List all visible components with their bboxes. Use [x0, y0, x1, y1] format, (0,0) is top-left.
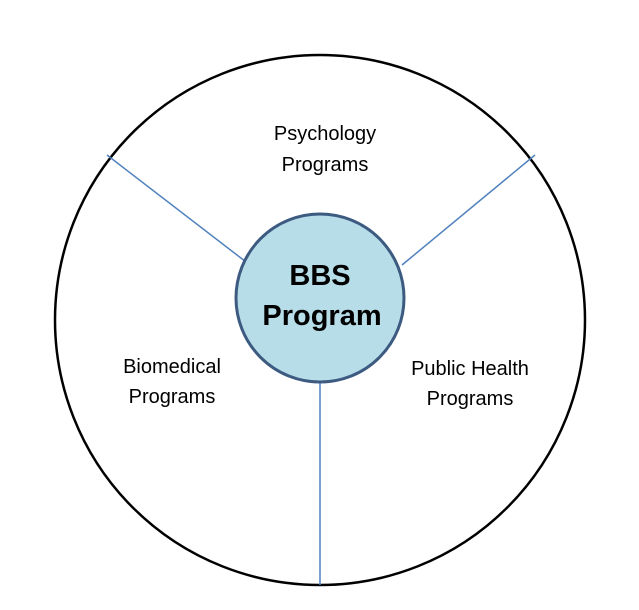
segment-label-biomedical-line2: Programs: [129, 386, 216, 408]
segment-label-psychology-line1: Psychology: [274, 123, 376, 145]
segment-label-public-health-line2: Programs: [427, 388, 514, 410]
divider-line-right: [401, 154, 536, 266]
segment-label-public-health-line1: Public Health: [411, 358, 529, 380]
divider-line-left: [106, 154, 251, 266]
center-label-line2: Program: [262, 300, 381, 332]
center-circle: [234, 212, 406, 384]
segment-label-biomedical-line1: Biomedical: [123, 356, 221, 378]
segment-label-psychology-line2: Programs: [282, 154, 369, 176]
center-label-line1: BBS: [289, 260, 350, 292]
